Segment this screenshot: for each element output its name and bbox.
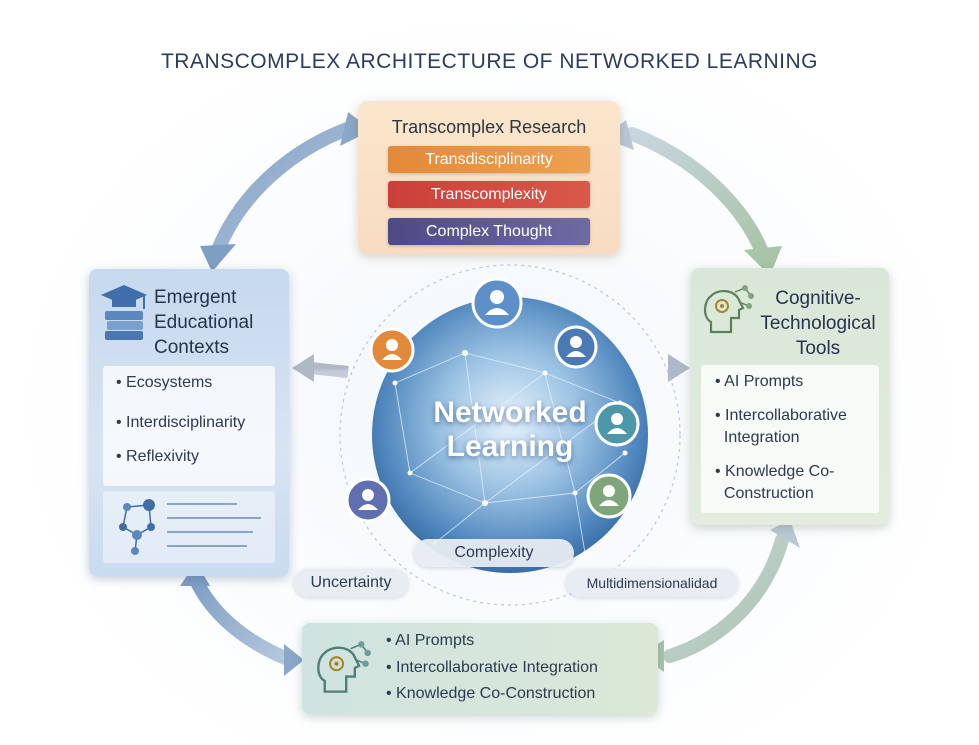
construction-label: Construction	[723, 485, 814, 502]
ecosystems-label: Ecosystems	[126, 374, 213, 391]
ai-prompts-label: AI Prompts	[724, 373, 804, 390]
transcomplexity-pill: Transcomplexity	[388, 181, 590, 208]
outer-dotted-ring	[339, 264, 681, 606]
text-line	[167, 531, 253, 533]
knowledge-co-label: Knowledge Co-	[725, 463, 835, 480]
arrow-center-to-left	[309, 362, 349, 378]
emergent-items-panel: • Ecosystems • Interdisciplinarity • Ref…	[103, 366, 275, 486]
bottom-tools-box: • AI Prompts • Intercollaborative Integr…	[302, 623, 658, 714]
arrow-research-to-cognitive	[625, 127, 769, 259]
arrow-head	[668, 354, 690, 382]
arrow-head	[200, 244, 236, 272]
emergent-title-line: Educational	[154, 312, 254, 333]
person-node-top	[471, 277, 523, 329]
network-graph-icon	[119, 499, 155, 555]
arrow-head	[284, 644, 304, 676]
emergent-title-line: Contexts	[154, 337, 229, 358]
person-node-blue-right-top	[554, 325, 598, 369]
complex-thought-pill: Complex Thought	[388, 218, 590, 245]
cognitive-title-line: Cognitive-	[775, 288, 861, 309]
diagram-title: TRANSCOMPLEX ARCHITECTURE OF NETWORKED L…	[160, 50, 819, 73]
person-node-left	[345, 477, 391, 523]
person-node-green	[586, 473, 632, 519]
arrow-bottom-to-emergent	[189, 573, 297, 667]
transcomplex-research-box: Transcomplex Research Transdisciplinarit…	[358, 101, 620, 254]
person-node-teal-right	[594, 401, 640, 447]
head-gear-network-icon	[703, 285, 754, 334]
head-gear-network-icon	[317, 641, 371, 693]
bullet-ai-prompts: • AI Prompts	[715, 373, 804, 390]
emergent-title-line: Emergent	[154, 287, 237, 308]
reflexivity-label: Reflexivity	[126, 448, 199, 465]
uncertainty-label: Uncertainty	[294, 569, 408, 597]
bullet-interdisciplinarity: • Interdisciplinarity	[116, 414, 246, 431]
intercollaborative-integration-label: Intercollaborative Integration	[396, 659, 598, 676]
cognitive-items-panel: • AI Prompts • Intercollaborative Integr…	[701, 365, 879, 513]
cognitive-title: Cognitive- Technological Tools	[753, 286, 883, 361]
knowledge-co-construction-label: Knowledge Co-Construction	[396, 685, 596, 702]
bullet-ecosystems: • Ecosystems	[116, 374, 213, 391]
networked-learning-globe	[339, 264, 681, 606]
research-title: Transcomplex Research	[391, 117, 587, 137]
emergent-educational-contexts-box: Emergent Educational Contexts • Ecosyste…	[89, 269, 289, 576]
text-line	[167, 517, 261, 519]
ai-prompts-label: AI Prompts	[395, 632, 475, 649]
integration-label: Integration	[723, 429, 800, 446]
center-title-line: Learning	[446, 430, 574, 463]
emergent-title: Emergent Educational Contexts	[154, 285, 253, 360]
cognitive-title-line: Tools	[795, 338, 841, 359]
bullet-intercollaborative-integration: • Intercollaborative Integration	[386, 659, 598, 676]
center-title-line: Networked	[433, 396, 587, 429]
transdisciplinarity-pill: Transdisciplinarity	[388, 146, 590, 173]
bullet-ai-prompts: • AI Prompts	[386, 632, 475, 649]
person-node-orange	[369, 327, 415, 373]
arrow-head	[340, 112, 372, 146]
arrow-head	[292, 354, 314, 382]
cognitive-title-line: Technological	[760, 313, 876, 334]
interdisciplinarity-label: Interdisciplinarity	[126, 414, 246, 431]
bullet-reflexivity: • Reflexivity	[116, 448, 199, 465]
bullet-intercollaborative: • Intercollaborative Integration	[715, 407, 847, 446]
text-line	[167, 503, 237, 505]
bullet-knowledge: • Knowledge Co- Construction	[715, 463, 835, 502]
arrow-research-to-emergent	[211, 121, 357, 257]
text-line	[167, 545, 247, 547]
multidimensionality-label: Multidimensionalidad	[566, 569, 738, 597]
network-document-panel	[103, 491, 275, 563]
cognitive-technological-tools-box: Cognitive- Technological Tools • AI Prom…	[691, 268, 889, 525]
books-graduation-cap-icon	[101, 285, 147, 340]
arrow-cognitive-to-bottom	[663, 533, 789, 663]
networked-learning-title: Networked Learning	[380, 396, 640, 464]
complexity-label: Complexity	[414, 539, 574, 567]
arrow-head	[770, 520, 800, 548]
network-lines	[394, 352, 626, 554]
intercollaborative-label: Intercollaborative	[725, 407, 847, 424]
bullet-knowledge-co-construction: • Knowledge Co-Construction	[386, 685, 596, 702]
